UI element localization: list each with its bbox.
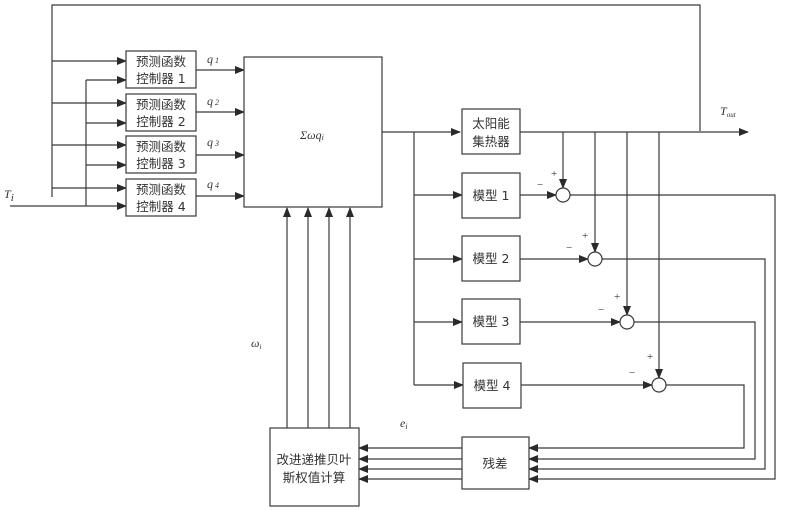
controller-2: 预测函数 控制器 2 [125,93,197,132]
weights-label: ωi [251,336,261,351]
bayes-line2: 斯权值计算 [283,470,346,485]
solar-collector-block: 太阳能 集热器 [461,108,521,155]
sum-junction-4 [651,377,667,393]
model-2-label: 模型 2 [473,251,510,266]
controller-3-line1: 预测函数 [136,139,187,154]
error-route-1 [528,194,776,483]
plus-sign-4: + [647,351,653,363]
model-4-block: 模型 4 [462,362,522,409]
minus-sign-2: − [566,242,572,254]
controller-3: 预测函数 控制器 3 [125,135,197,174]
collector-line1: 太阳能 [472,116,510,131]
controller-1-line2: 控制器 1 [136,71,185,86]
weighted-sum-block: Σωqi [243,56,383,208]
model-4-label: 模型 4 [474,378,511,393]
sum-junction-1 [555,187,571,203]
collector-line2: 集热器 [472,134,510,149]
error-route-4 [528,384,745,452]
controller-4: 预测函数 控制器 4 [125,178,197,217]
bayes-line1: 改进递推贝叶 [276,452,352,467]
controller-4-line2: 控制器 4 [136,199,185,214]
tout-feedback-line [51,4,701,197]
residual-label: 残差 [482,456,507,471]
weighted-sum-label: Σωqi [299,128,324,142]
input-ti-label: Ti [4,187,14,204]
controller-4-line1: 预测函数 [136,182,187,197]
model-1-label: 模型 1 [473,188,510,203]
error-route-2 [528,258,766,473]
plus-sign-2: + [582,230,588,242]
errors-label: ei [400,416,408,431]
controller-2-line2: 控制器 2 [136,114,185,129]
minus-sign-4: − [629,367,635,379]
controller-3-line2: 控制器 3 [136,156,185,171]
sum-junction-3 [619,314,635,330]
model-1-block: 模型 1 [461,172,521,219]
controller-1: 预测函数 控制器 1 [125,50,197,89]
model-3-block: 模型 3 [461,298,521,345]
model-3-label: 模型 3 [473,314,510,329]
minus-sign-3: − [598,304,604,316]
error-route-3 [528,321,756,463]
tout-label: Tout [720,104,737,119]
controller-2-line1: 预测函数 [136,97,187,112]
sum-junction-2 [587,251,603,267]
residual-block: 残差 [461,436,530,490]
model-2-block: 模型 2 [461,235,521,282]
plus-sign-1: + [551,168,557,180]
bayes-weight-block: 改进递推贝叶 斯权值计算 [269,427,360,507]
plus-sign-3: + [614,291,620,303]
controller-1-line1: 预测函数 [136,54,187,69]
minus-sign-1: − [537,179,543,191]
